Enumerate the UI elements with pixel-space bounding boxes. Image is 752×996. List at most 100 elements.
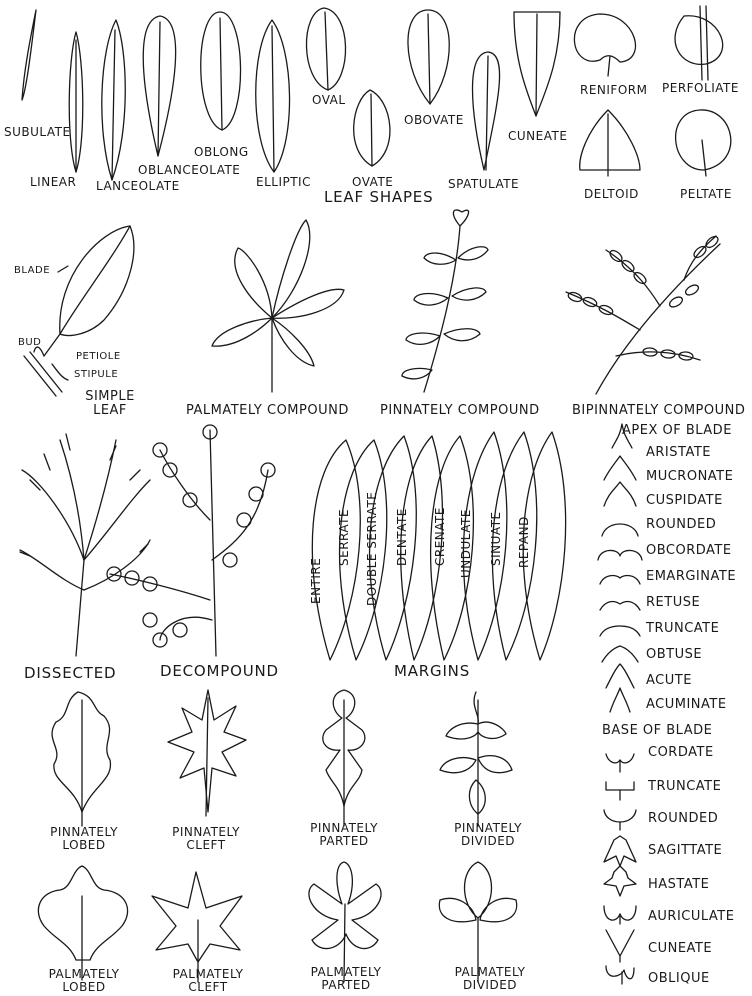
margin-label-double-serrate: DOUBLE SERRATE	[366, 492, 379, 606]
pinnately-lobed-line1: PINNATELY	[50, 826, 118, 839]
apex-label-9: ACUTE	[646, 674, 692, 688]
base-label-0: CORDATE	[648, 746, 714, 760]
dissected-leaf-drawing	[20, 434, 150, 656]
label-ovate: OVATE	[352, 176, 393, 189]
palmately-lobed-title: PALMATELYLOBED	[49, 968, 120, 993]
base-label-1: TRUNCATE	[648, 780, 721, 794]
leaf-shapes-title: LEAF SHAPES	[324, 190, 433, 206]
leaf-shape-spatulate	[473, 52, 500, 170]
label-lanceolate: LANCEOLATE	[96, 180, 180, 193]
label-spatulate: SPATULATE	[448, 178, 519, 191]
leaf-shape-elliptic	[256, 20, 290, 172]
margin-label-sinuate: SINUATE	[490, 511, 503, 566]
label-elliptic: ELLIPTIC	[256, 176, 311, 189]
margin-label-serrate: SERRATE	[338, 509, 351, 566]
palmately-parted-drawing	[309, 862, 381, 982]
leaf-shape-deltoid	[580, 110, 640, 176]
label-peltate: PELTATE	[680, 188, 732, 201]
label-oblanceolate: OBLANCEOLATE	[138, 164, 240, 177]
label-blade: BLADE	[14, 266, 50, 277]
margins-title: MARGINS	[394, 664, 470, 680]
palmately-compound-title: PALMATELY COMPOUND	[186, 404, 349, 418]
pinnately-lobed-drawing	[52, 692, 110, 826]
pinnately-cleft-drawing	[168, 690, 246, 816]
base-icons	[604, 754, 636, 984]
base-label-3: SAGITTATE	[648, 844, 722, 858]
apex-label-6: RETUSE	[646, 596, 700, 610]
pinnately-compound-drawing	[402, 210, 488, 392]
leaf-shape-linear	[69, 32, 83, 172]
palmately-parted-line2: PARTED	[311, 979, 382, 992]
margin-label-entire: ENTIRE	[310, 558, 323, 604]
label-reniform: RENIFORM	[580, 84, 647, 97]
dissected-title: DISSECTED	[24, 666, 116, 682]
leaf-shape-perfoliate	[675, 6, 723, 80]
pinnately-parted-line2: PARTED	[310, 835, 378, 848]
leaf-shape-lanceolate	[102, 20, 125, 180]
palmately-cleft-line2: CLEFT	[173, 981, 244, 994]
leaf-shape-reniform	[574, 14, 635, 76]
label-obovate: OBOVATE	[404, 114, 464, 127]
pinnately-cleft-line2: CLEFT	[172, 839, 240, 852]
label-stipule: STIPULE	[74, 370, 118, 381]
pinnately-parted-title: PINNATELYPARTED	[310, 822, 378, 847]
palmately-cleft-drawing	[152, 872, 242, 982]
pinnately-divided-line1: PINNATELY	[454, 822, 522, 835]
apex-title: APEX OF BLADE	[622, 424, 732, 438]
decompound-leaf-drawing	[107, 425, 275, 656]
palmately-lobed-line1: PALMATELY	[49, 968, 120, 981]
label-deltoid: DELTOID	[584, 188, 639, 201]
base-title: BASE OF BLADE	[602, 724, 712, 738]
label-oval: OVAL	[312, 94, 346, 107]
simple-leaf-title-line1: SIMPLE	[85, 390, 135, 404]
palmately-lobed-line2: LOBED	[49, 981, 120, 994]
label-bud: BUD	[18, 338, 41, 349]
palmately-parted-line1: PALMATELY	[311, 966, 382, 979]
margin-label-dentate: DENTATE	[396, 508, 409, 566]
pinnately-parted-drawing	[323, 690, 365, 826]
palmately-divided-line1: PALMATELY	[455, 966, 526, 979]
label-oblong: OBLONG	[194, 146, 249, 159]
leaf-shape-obovate	[408, 10, 449, 104]
pinnately-compound-title: PINNATELY COMPOUND	[380, 404, 540, 418]
pinnately-divided-drawing	[440, 692, 512, 826]
label-petiole: PETIOLE	[76, 352, 121, 363]
palmately-divided-line2: DIVIDED	[455, 979, 526, 992]
apex-label-8: OBTUSE	[646, 648, 702, 662]
label-subulate: SUBULATE	[4, 126, 71, 139]
pinnately-parted-line1: PINNATELY	[310, 822, 378, 835]
apex-label-7: TRUNCATE	[646, 622, 719, 636]
apex-label-1: MUCRONATE	[646, 470, 733, 484]
bipinnately-compound-drawing	[566, 234, 720, 394]
decompound-title: DECOMPOUND	[160, 664, 279, 680]
apex-label-4: OBCORDATE	[646, 544, 732, 558]
bipinnately-compound-title: BIPINNATELY COMPOUND	[572, 404, 745, 418]
palmately-divided-drawing	[439, 862, 516, 982]
margin-label-undulate: UNDULATE	[460, 509, 473, 578]
palmately-cleft-line1: PALMATELY	[173, 968, 244, 981]
base-label-6: CUNEATE	[648, 942, 712, 956]
base-label-2: ROUNDED	[648, 812, 718, 826]
label-perfoliate: PERFOLIATE	[662, 82, 739, 95]
label-cuneate: CUNEATE	[508, 130, 567, 143]
apex-label-2: CUSPIDATE	[646, 494, 723, 508]
apex-label-0: ARISTATE	[646, 446, 711, 460]
leaflets	[567, 234, 720, 360]
leaf-shape-cuneate	[514, 12, 560, 116]
pinnately-cleft-line1: PINNATELY	[172, 826, 240, 839]
leaf-shape-oval	[306, 8, 345, 90]
leaf-shape-ovate	[354, 90, 390, 166]
base-label-4: HASTATE	[648, 878, 709, 892]
simple-leaf-title-line2: LEAF	[85, 404, 135, 418]
apex-label-10: ACUMINATE	[646, 698, 727, 712]
apex-label-3: ROUNDED	[646, 518, 716, 532]
leaf-shape-oblong	[201, 12, 241, 130]
apex-label-5: EMARGINATE	[646, 570, 736, 584]
palmately-lobed-drawing	[38, 866, 127, 980]
